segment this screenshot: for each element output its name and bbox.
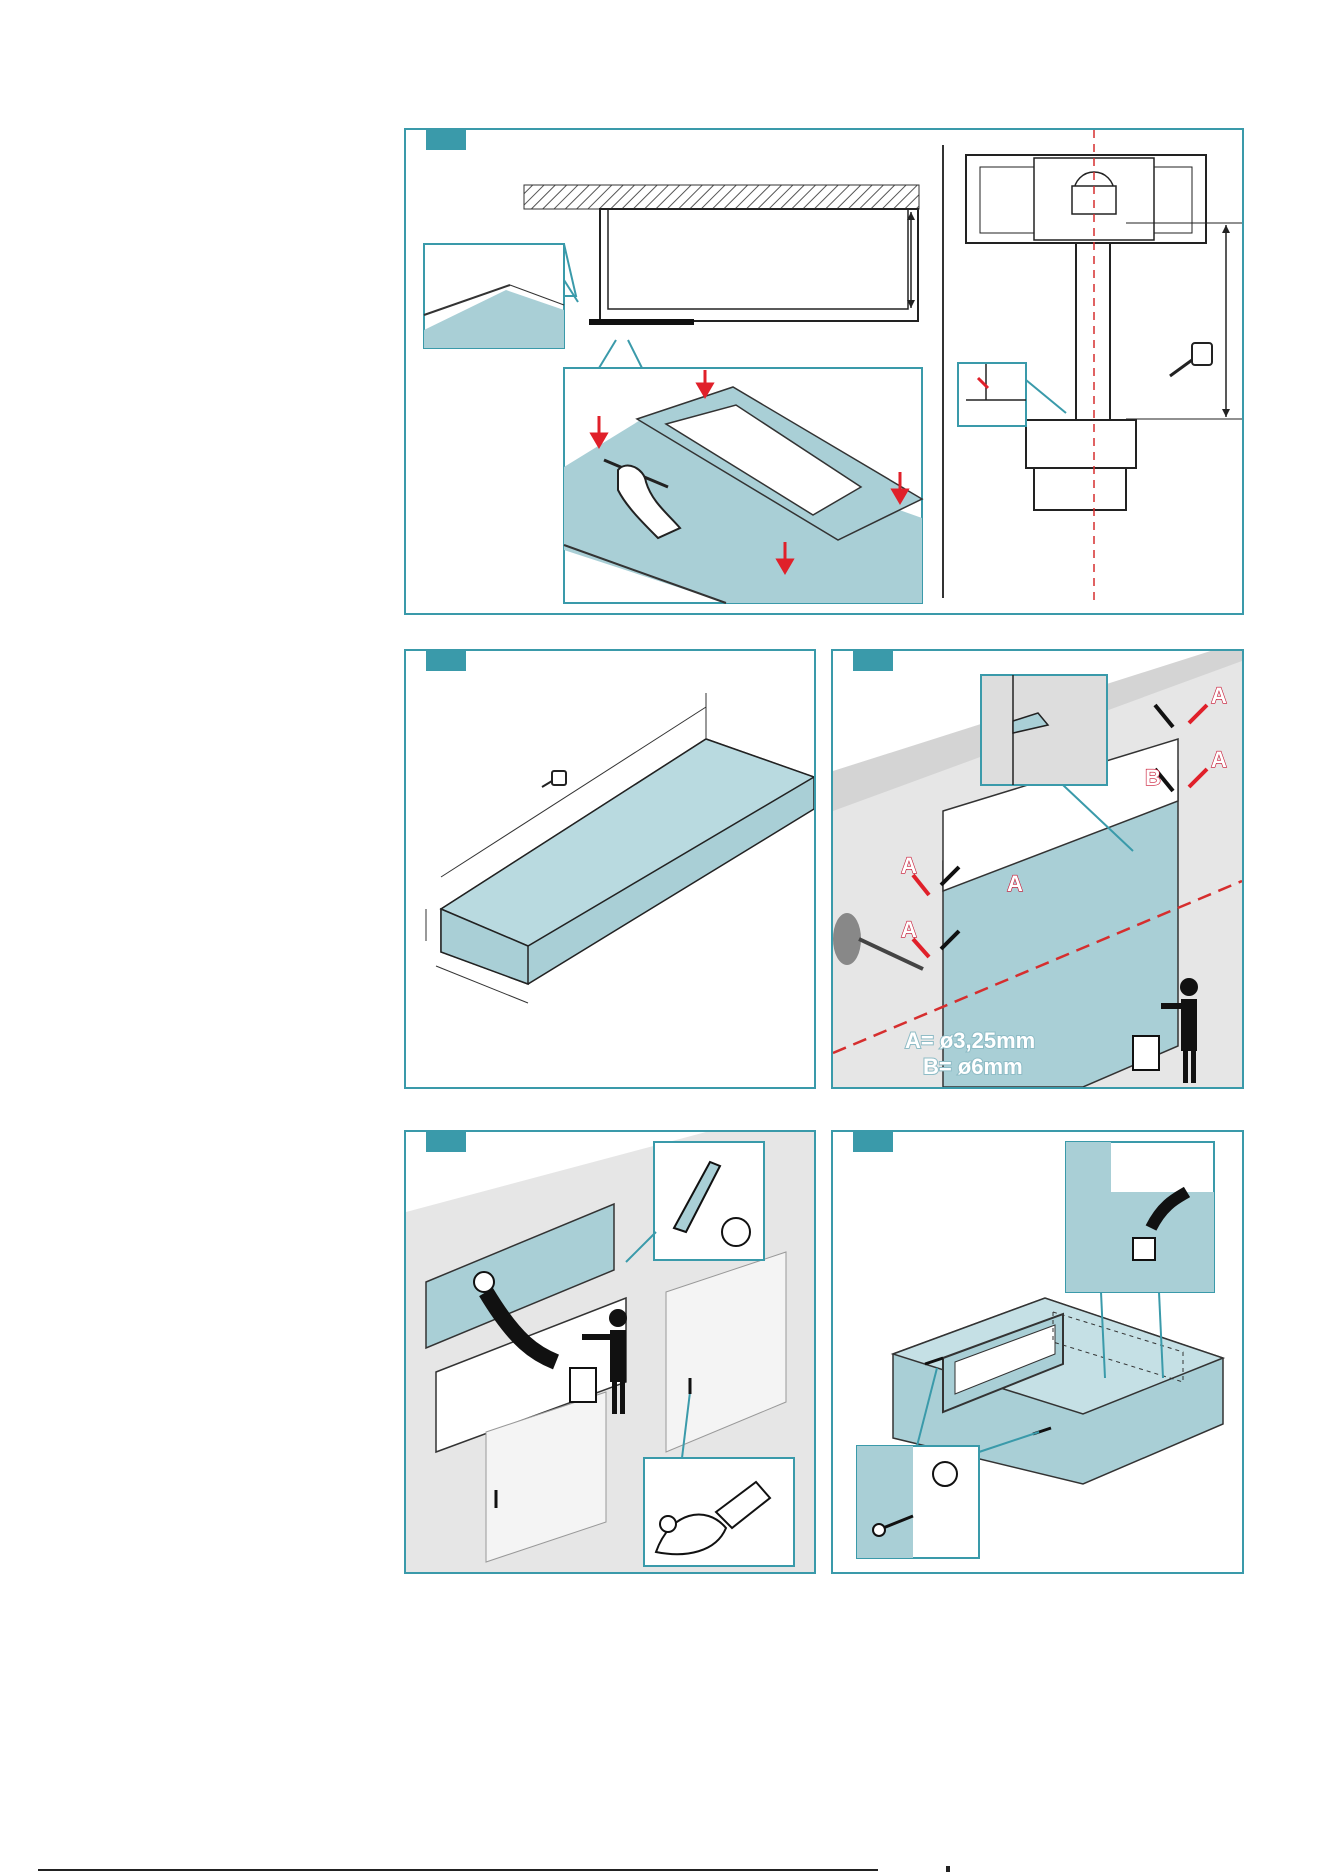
step-4-badge xyxy=(426,1130,466,1152)
step-1-badge xyxy=(426,128,466,150)
spec-b-label: B= ø6mm xyxy=(923,1054,1023,1079)
hole-label-a: A xyxy=(1007,871,1023,896)
step-5-badge xyxy=(853,1130,893,1152)
step-1-panel xyxy=(404,128,1244,615)
footer-tick xyxy=(946,1866,950,1872)
hole-label-a: A xyxy=(901,853,917,878)
spec-a-label: A= ø3,25mm xyxy=(905,1028,1035,1053)
step-4-panel xyxy=(404,1130,816,1574)
tape-measure-icon xyxy=(542,771,566,787)
step-3-badge xyxy=(853,649,893,671)
step-2-badge xyxy=(426,649,466,671)
step-2-panel xyxy=(404,649,816,1089)
trash-bin-icon xyxy=(570,1368,596,1402)
hole-label-a: A xyxy=(901,917,917,942)
hole-label-b: B xyxy=(1145,765,1161,790)
step-5-panel xyxy=(831,1130,1244,1574)
ceiling-hatch xyxy=(524,185,919,209)
hole-label-a: A xyxy=(1211,683,1227,708)
cabinet-outline xyxy=(600,209,918,321)
trash-bin-icon xyxy=(1133,1036,1159,1070)
hole-label-a: A xyxy=(1211,747,1227,772)
tape-measure-icon xyxy=(1170,343,1212,376)
step-4-illustration xyxy=(406,1132,814,1572)
step-3-panel: A A A A A B A= ø3,25mm B= ø6mm xyxy=(831,649,1244,1089)
step-2-illustration xyxy=(406,651,814,1087)
footer-rule xyxy=(38,1869,878,1871)
step-1-illustration xyxy=(406,130,1242,613)
step-3-illustration: A A A A A B A= ø3,25mm B= ø6mm xyxy=(833,651,1242,1087)
step-5-illustration xyxy=(833,1132,1242,1572)
duct-box xyxy=(441,739,814,984)
